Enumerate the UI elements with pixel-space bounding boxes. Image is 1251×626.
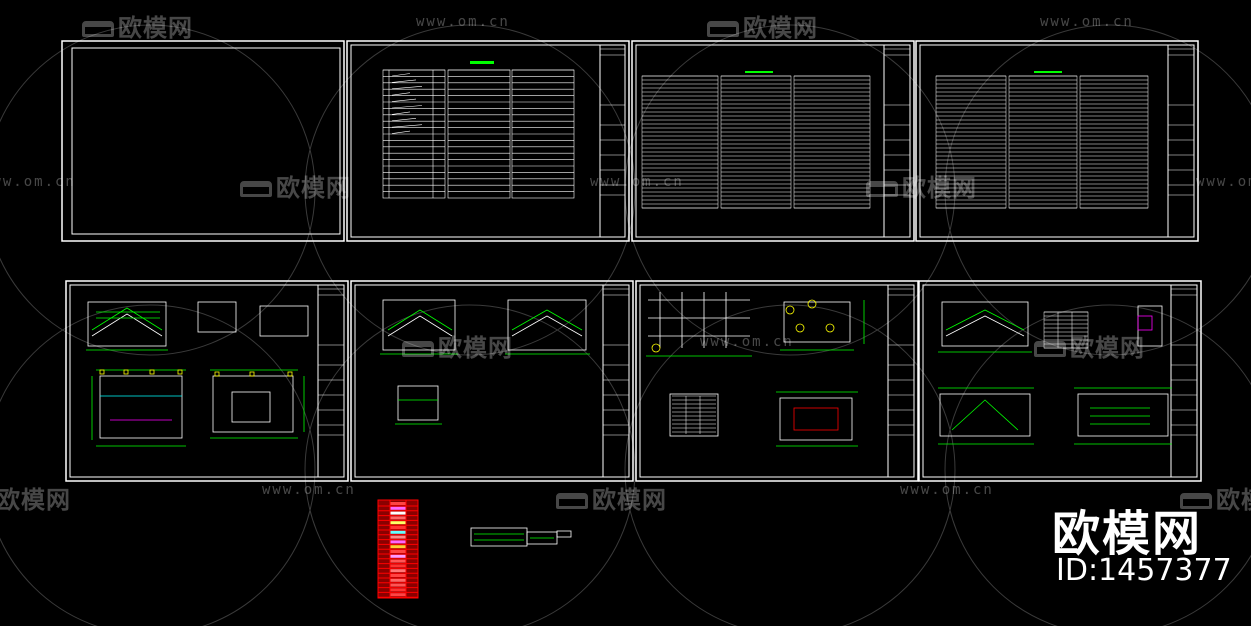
sheet-cover[interactable] bbox=[61, 40, 345, 242]
title-blocks bbox=[318, 48, 1197, 436]
watermark-text: 欧模网 bbox=[0, 486, 71, 514]
sofa-logo-icon bbox=[707, 21, 739, 37]
watermark-logo: 欧模网 bbox=[1034, 328, 1145, 363]
watermark-logo: 欧模网 bbox=[402, 328, 513, 363]
sofa-logo-icon bbox=[82, 21, 114, 37]
watermark-url: www.om.cn bbox=[262, 482, 356, 498]
index-tables bbox=[382, 69, 575, 199]
model-id-label: ID:1457377 bbox=[1056, 553, 1232, 588]
watermark-text: 欧模网 bbox=[1070, 334, 1145, 362]
watermark-url: www.om.cn bbox=[700, 334, 794, 350]
sheet-design-notes-1[interactable] bbox=[631, 40, 915, 242]
watermark-text: 欧模网 bbox=[118, 14, 193, 42]
watermark-url: www.om.cn bbox=[416, 14, 510, 30]
sofa-logo-icon bbox=[402, 341, 434, 357]
watermark-text: 欧模网 bbox=[592, 486, 667, 514]
sheet-design-notes-2[interactable] bbox=[915, 40, 1199, 242]
watermark-text: 欧模网 bbox=[276, 174, 351, 202]
watermark-logo: 欧模网 bbox=[556, 480, 667, 515]
notes-columns bbox=[935, 75, 1149, 209]
watermark-text: 欧模网 bbox=[1216, 486, 1251, 514]
watermark-circles bbox=[0, 24, 1251, 626]
watermark-text: 欧模网 bbox=[902, 174, 977, 202]
sheet-drawing-index[interactable] bbox=[346, 40, 630, 242]
watermark-url: www.om.cn bbox=[1040, 14, 1134, 30]
color-legend-block bbox=[377, 499, 419, 599]
sofa-logo-icon bbox=[1180, 493, 1212, 509]
sheet-structure-plan[interactable] bbox=[635, 280, 919, 482]
sofa-logo-icon bbox=[240, 181, 272, 197]
sofa-logo-icon bbox=[556, 493, 588, 509]
sofa-logo-icon bbox=[866, 181, 898, 197]
watermark-text: 欧模网 bbox=[743, 14, 818, 42]
watermark-text: 欧模网 bbox=[438, 334, 513, 362]
sheet-details[interactable] bbox=[918, 280, 1202, 482]
watermark-logo: 欧模网 bbox=[707, 8, 818, 43]
watermark-logo: 欧模网 bbox=[82, 8, 193, 43]
small-detail-strip bbox=[470, 527, 572, 547]
watermark-logo: 欧模网 bbox=[240, 168, 351, 203]
watermark-logo: 欧模网 bbox=[866, 168, 977, 203]
notes-columns bbox=[641, 75, 871, 209]
sheet-plan-elevation[interactable] bbox=[65, 280, 349, 482]
drawing-details bbox=[86, 292, 1172, 447]
sofa-logo-icon bbox=[1034, 341, 1066, 357]
watermark-url: www.om.cn bbox=[590, 174, 684, 190]
watermark-url: www.om.cn bbox=[1196, 174, 1251, 190]
watermark-logo: 欧模网 bbox=[1180, 480, 1251, 515]
watermark-url: www.om.cn bbox=[0, 174, 76, 190]
sheet-sections[interactable] bbox=[350, 280, 634, 482]
watermark-url: www.om.cn bbox=[900, 482, 994, 498]
watermark-logo: 欧模网 bbox=[0, 480, 71, 515]
brand-title: 欧模网 bbox=[1052, 506, 1203, 562]
index-title-bar bbox=[470, 61, 494, 64]
